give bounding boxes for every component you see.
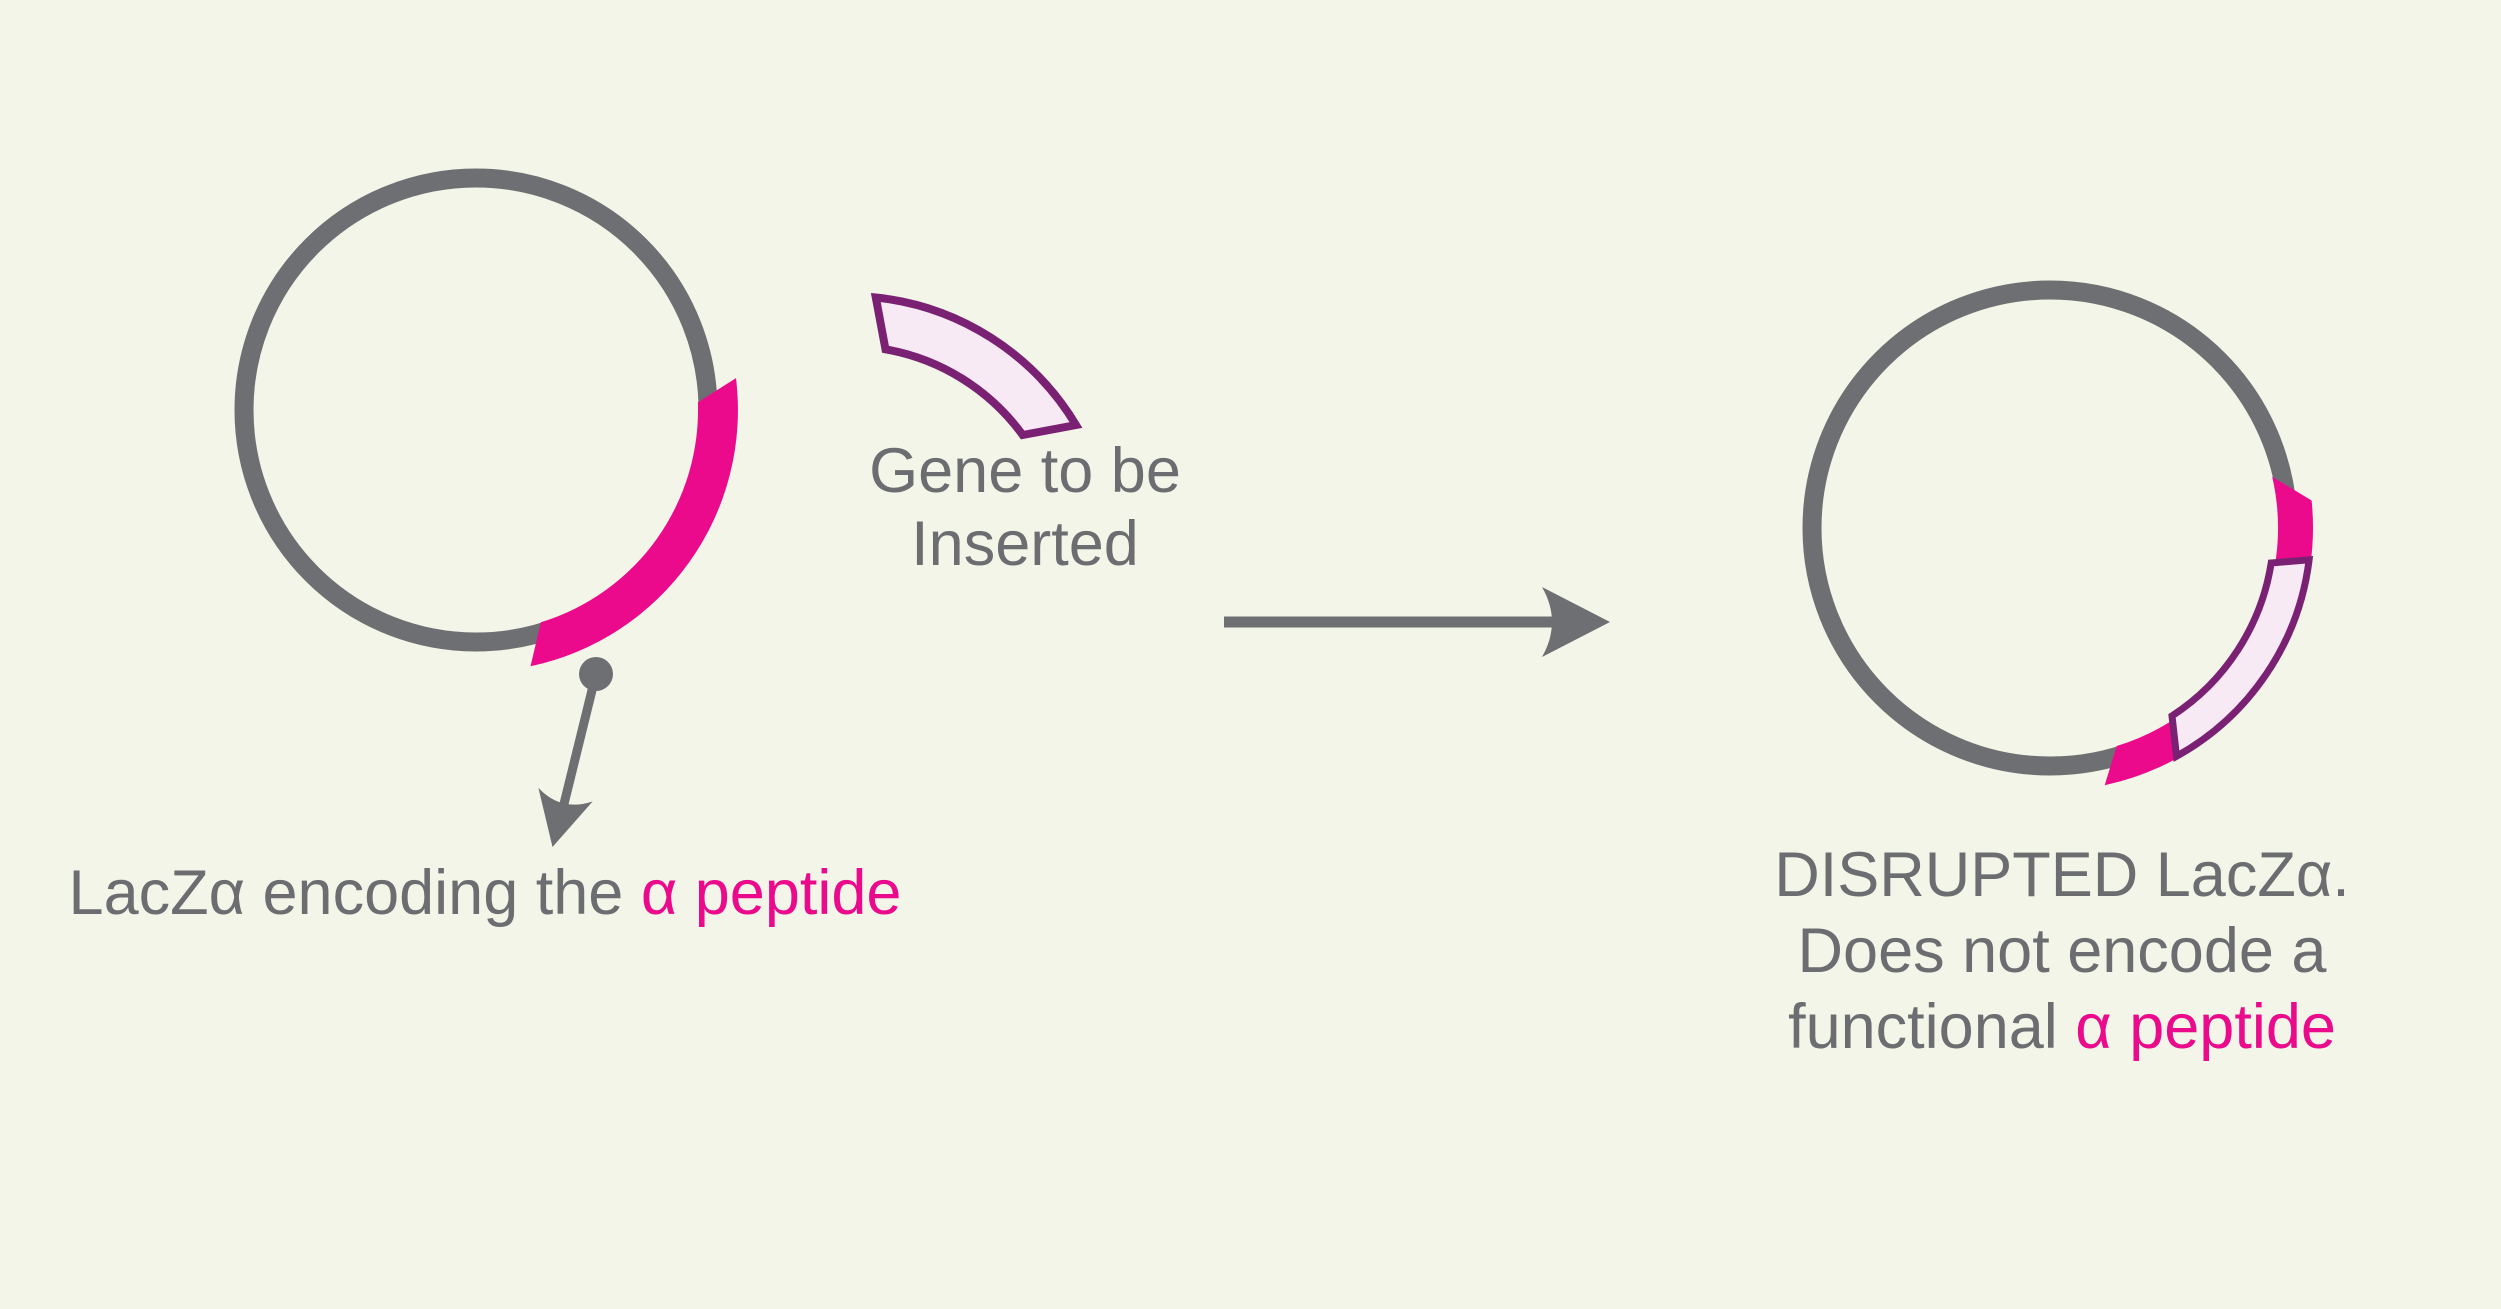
disrupted-label-line3-gray: functional	[1788, 992, 2076, 1062]
disrupted-label-line1: DISRUPTED LacZα.	[1774, 840, 2350, 910]
reaction-arrowhead-icon	[1542, 587, 1610, 657]
gene-insert-label-line1: Gene to be	[869, 436, 1181, 506]
inserted-gene-segment	[2168, 555, 2314, 762]
lacza-upstream-segment	[2272, 476, 2314, 565]
callout-arrowhead-icon	[538, 787, 593, 847]
gene-insert-piece	[870, 292, 1083, 440]
disrupted-label-line3-pink: α peptide	[2075, 992, 2336, 1062]
lacza-label: LacZα encoding the α peptide	[35, 855, 935, 931]
reaction-arrow	[1224, 587, 1610, 657]
callout-line	[557, 672, 601, 814]
disrupted-label-line2: Does not encode a	[1797, 916, 2327, 986]
gene-insert-label-line2: Inserted	[911, 509, 1139, 579]
lacza-segment	[530, 378, 738, 667]
left-plasmid	[234, 168, 738, 847]
right-plasmid	[1802, 280, 2314, 786]
lacza-label-gray-text: LacZα encoding the	[68, 858, 641, 928]
lacza-label-pink-text: α peptide	[640, 858, 902, 928]
